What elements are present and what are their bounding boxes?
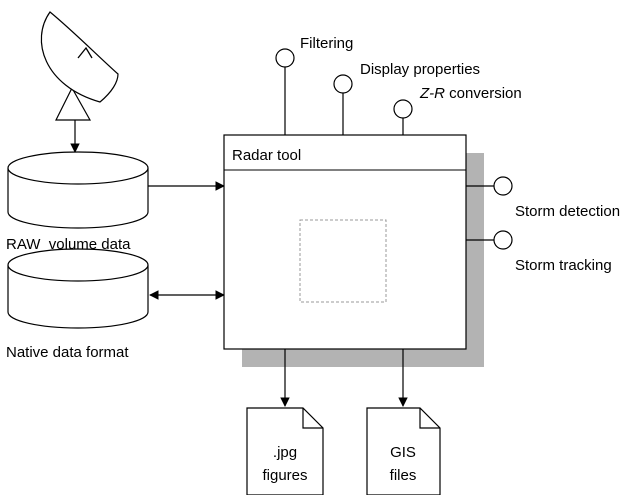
radar-tool-box (223, 134, 467, 350)
radar-tool-title: Radar tool (232, 147, 301, 164)
storm-detection-port-icon (466, 176, 513, 196)
storm-tracking-port-icon (466, 230, 513, 250)
radar-tool-inner-dashed (299, 219, 387, 303)
jpg-figures-line2: figures (262, 467, 307, 484)
jpg-figures-document-icon (246, 407, 324, 495)
gis-files-line1: GIS (390, 444, 416, 461)
radar-antenna-icon (40, 11, 119, 121)
filtering-port-icon (275, 48, 295, 135)
zr-conversion-port-icon (393, 99, 413, 135)
gis-files-document-icon (366, 407, 441, 495)
zr-conversion-label: Z-R conversion (419, 85, 522, 102)
zr-italic-label: Z-R (419, 85, 445, 102)
raw-volume-database-icon (7, 151, 149, 229)
filtering-label: Filtering (300, 35, 353, 52)
storm-tracking-label: Storm tracking (515, 257, 612, 274)
jpg-figures-line1: .jpg (273, 444, 297, 461)
display-properties-port-icon (333, 74, 353, 135)
display-properties-label: Display properties (360, 61, 480, 78)
storm-detection-label: Storm detection (515, 203, 620, 220)
zr-conversion-rest-label: conversion (445, 85, 522, 102)
native-data-database-icon (7, 248, 149, 329)
gis-files-line2: files (390, 467, 417, 484)
raw-volume-data-label: RAW volume data (6, 236, 131, 253)
native-data-format-label: Native data format (6, 344, 129, 361)
